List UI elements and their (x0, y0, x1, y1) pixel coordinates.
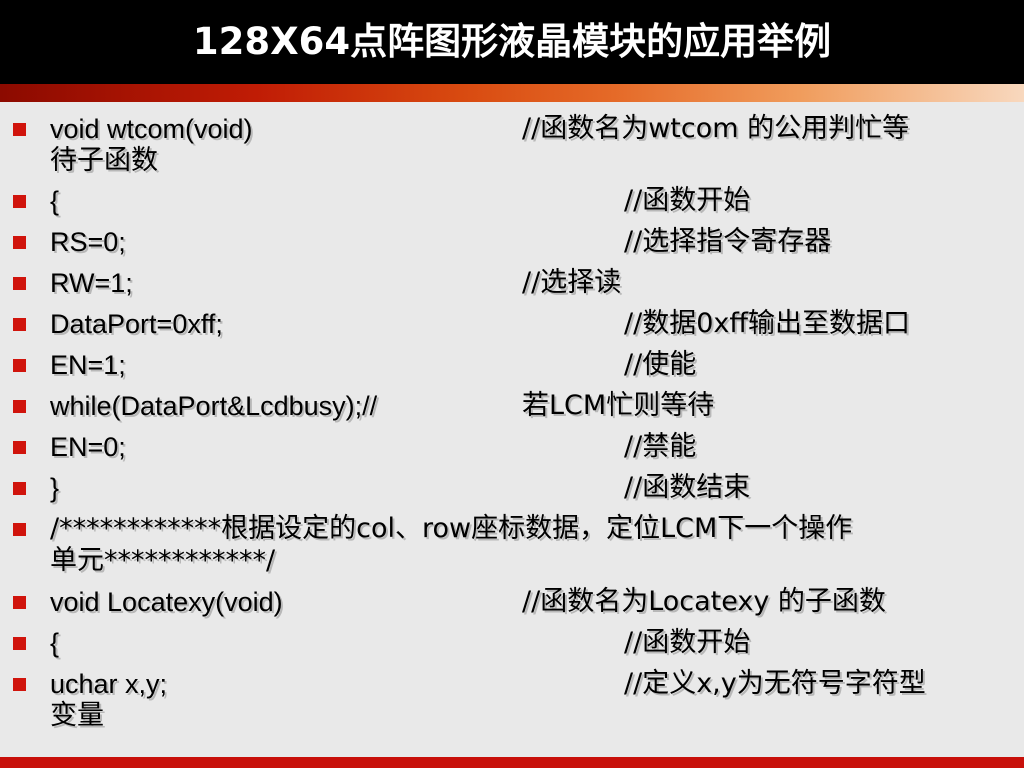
accent-gradient-bar (0, 84, 1024, 102)
bullet-icon (13, 523, 26, 536)
code-text: uchar x,y; (50, 669, 168, 699)
bullet-icon (13, 637, 26, 650)
slide-title: 128X64点阵图形液晶模块的应用举例 (192, 20, 832, 63)
code-text: { (50, 628, 60, 658)
code-text: { (50, 186, 60, 216)
comment-text: //函数名为Locatexy 的子函数 (522, 586, 886, 617)
code-text: EN=1; (50, 350, 126, 380)
comment-text: //使能 (624, 349, 697, 380)
bullet-icon (13, 482, 26, 495)
comment-text: //选择读 (522, 267, 622, 298)
comment-block-text: /************根据设定的col、row座标数据，定位LCM下一个操作 (50, 513, 853, 544)
code-text: RS=0; (50, 227, 126, 257)
comment-text: //函数开始 (624, 185, 751, 216)
bullet-icon (13, 400, 26, 413)
continuation-text: 变量 (50, 700, 104, 731)
bullet-icon (13, 318, 26, 331)
code-text: DataPort=0xff; (50, 309, 223, 339)
bullet-icon (13, 359, 26, 372)
comment-text: //函数开始 (624, 627, 751, 658)
code-text: EN=0; (50, 432, 126, 462)
code-text: void wtcom(void) (50, 114, 253, 144)
code-text: while(DataPort&Lcdbusy);// (50, 391, 378, 421)
comment-text: 若LCM忙则等待 (522, 390, 715, 421)
bullet-icon (13, 195, 26, 208)
continuation-text: 待子函数 (50, 145, 158, 176)
bullet-icon (13, 678, 26, 691)
bottom-accent-bar (0, 757, 1024, 768)
code-text: void Locatexy(void) (50, 587, 283, 617)
code-text: RW=1; (50, 268, 133, 298)
bullet-icon (13, 441, 26, 454)
bullet-icon (13, 123, 26, 136)
code-text: } (50, 473, 60, 503)
comment-text: //禁能 (624, 431, 697, 462)
title-bar (0, 0, 1024, 84)
bullet-icon (13, 596, 26, 609)
comment-text: //定义x,y为无符号字符型 (624, 668, 926, 699)
continuation-text: 单元************/ (50, 545, 276, 576)
comment-text: //函数结束 (624, 472, 751, 503)
comment-text: //数据0xff输出至数据口 (624, 308, 910, 339)
bullet-icon (13, 236, 26, 249)
comment-text: //函数名为wtcom 的公用判忙等 (522, 113, 910, 144)
bullet-icon (13, 277, 26, 290)
comment-text: //选择指令寄存器 (624, 226, 832, 257)
